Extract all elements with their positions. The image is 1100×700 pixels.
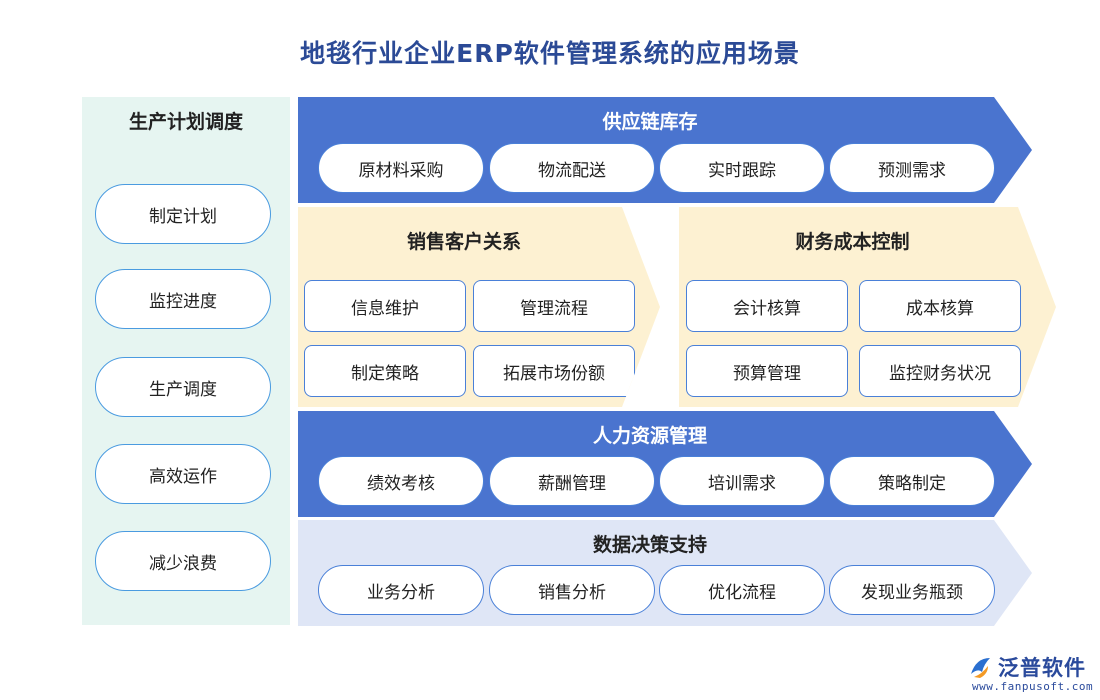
supply-chain-band: 供应链库存 原材料采购 物流配送 实时跟踪 预测需求 <box>298 97 1032 203</box>
left-item-reduce-waste: 减少浪费 <box>95 531 271 591</box>
sales-item: 管理流程 <box>473 280 635 332</box>
hr-item: 薪酬管理 <box>489 456 655 506</box>
page-title: 地毯行业企业ERP软件管理系统的应用场景 <box>300 39 800 68</box>
company-logo: 泛普软件 www.fanpusoft.com <box>966 652 1096 696</box>
supply-chain-title: 供应链库存 <box>602 111 698 133</box>
data-item: 优化流程 <box>659 565 825 615</box>
finance-item: 预算管理 <box>686 345 848 397</box>
supply-chain-item: 实时跟踪 <box>659 143 825 193</box>
data-item: 发现业务瓶颈 <box>829 565 995 615</box>
data-decision-band: 数据决策支持 业务分析 销售分析 优化流程 发现业务瓶颈 <box>298 520 1032 626</box>
hr-title: 人力资源管理 <box>592 425 707 447</box>
left-item-plan: 制定计划 <box>95 184 271 244</box>
hr-item: 绩效考核 <box>318 456 484 506</box>
logo-mark-icon <box>971 658 990 678</box>
supply-chain-item: 原材料采购 <box>318 143 484 193</box>
supply-chain-item: 物流配送 <box>489 143 655 193</box>
supply-chain-item: 预测需求 <box>829 143 995 193</box>
production-planning-panel: 生产计划调度 制定计划 监控进度 生产调度 高效运作 减少浪费 <box>82 97 290 625</box>
logo-url: www.fanpusoft.com <box>972 680 1094 693</box>
sales-item: 制定策略 <box>304 345 466 397</box>
hr-item: 培训需求 <box>659 456 825 506</box>
finance-title: 财务成本控制 <box>795 231 910 253</box>
sales-item: 信息维护 <box>304 280 466 332</box>
production-planning-heading: 生产计划调度 <box>128 111 243 133</box>
hr-item: 策略制定 <box>829 456 995 506</box>
sales-band: 销售客户关系 信息维护 管理流程 制定策略 拓展市场份额 <box>298 207 660 407</box>
data-item: 销售分析 <box>489 565 655 615</box>
hr-band: 人力资源管理 绩效考核 薪酬管理 培训需求 策略制定 <box>298 411 1032 517</box>
left-item-monitor-progress: 监控进度 <box>95 269 271 329</box>
data-item: 业务分析 <box>318 565 484 615</box>
left-item-scheduling: 生产调度 <box>95 357 271 417</box>
finance-band: 财务成本控制 会计核算 成本核算 预算管理 监控财务状况 <box>679 207 1056 407</box>
finance-item: 监控财务状况 <box>859 345 1021 397</box>
data-decision-title: 数据决策支持 <box>592 534 707 556</box>
finance-item: 成本核算 <box>859 280 1021 332</box>
finance-item: 会计核算 <box>686 280 848 332</box>
left-item-efficiency: 高效运作 <box>95 444 271 504</box>
logo-name: 泛普软件 <box>998 656 1086 680</box>
sales-title: 销售客户关系 <box>406 231 521 253</box>
sales-item: 拓展市场份额 <box>473 345 635 397</box>
